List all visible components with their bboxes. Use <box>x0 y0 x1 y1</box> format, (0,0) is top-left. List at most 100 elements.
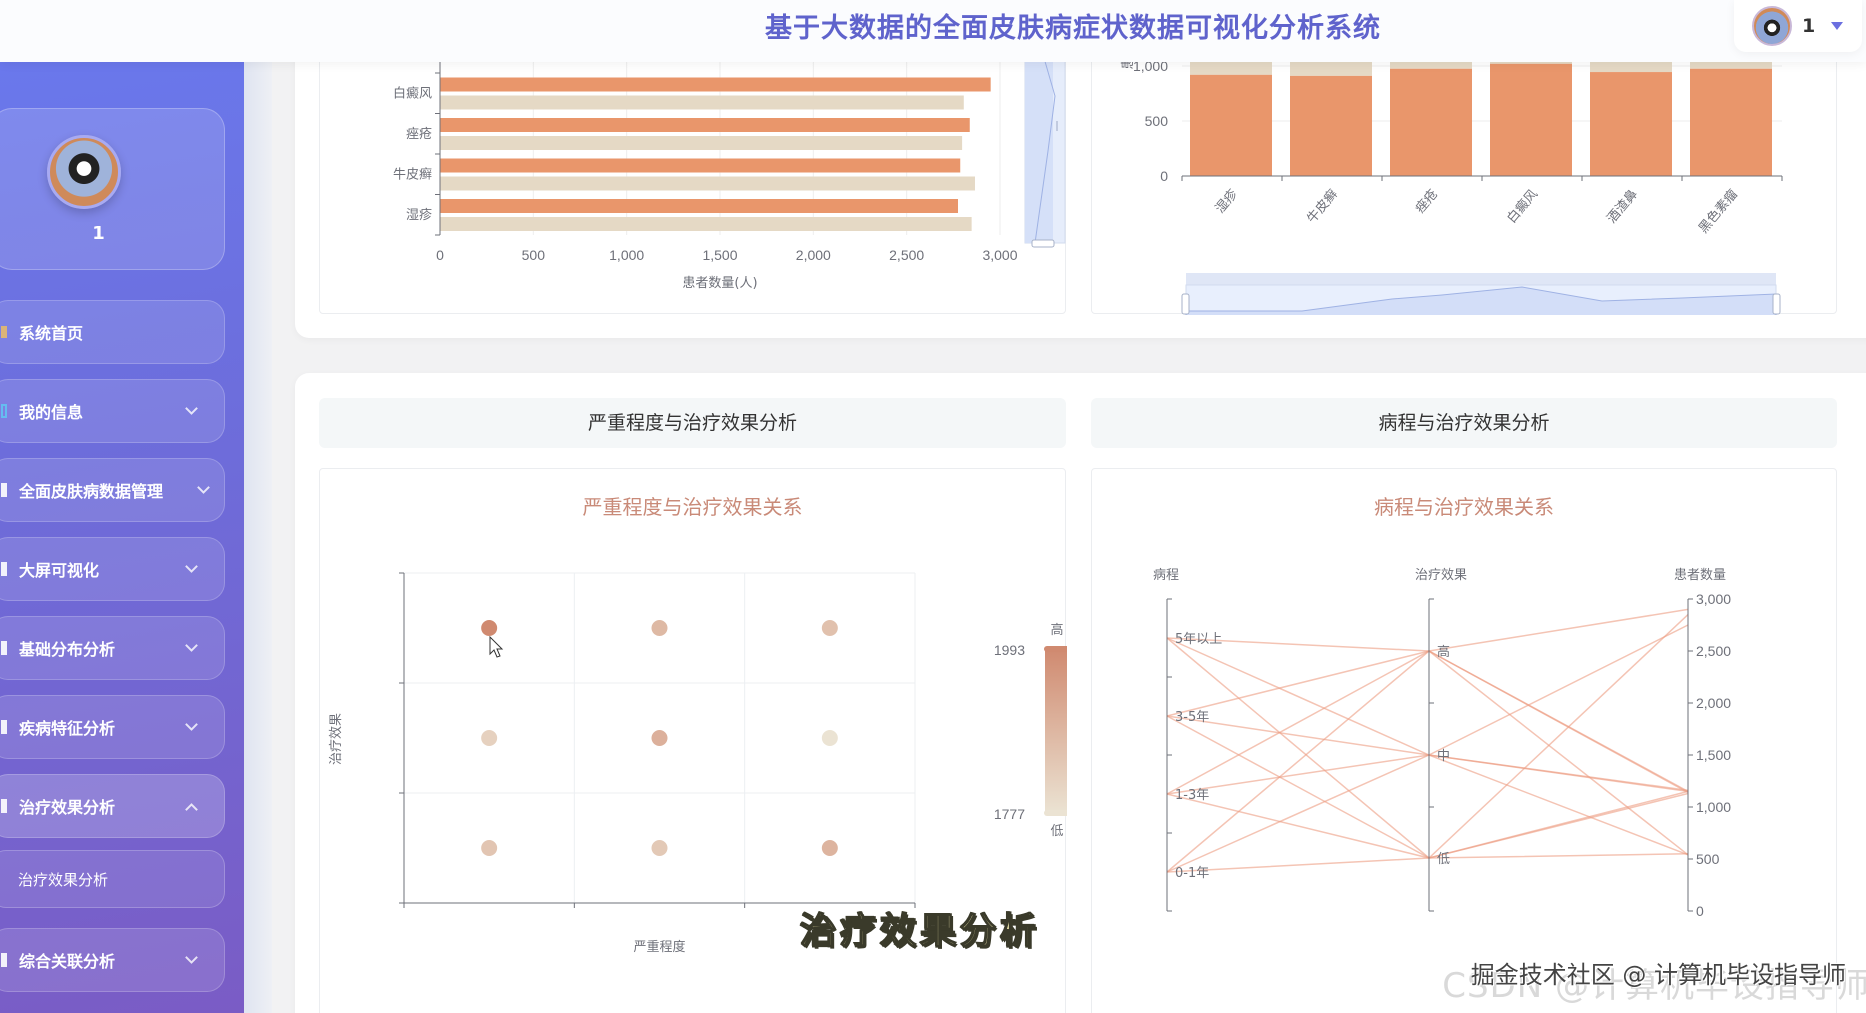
chevron-down-icon <box>185 560 198 573</box>
section-header-course: 病程与治疗效果分析 <box>1091 398 1837 448</box>
user-menu-button[interactable]: 1 <box>1734 0 1862 52</box>
svg-text:痤疮: 痤疮 <box>406 127 432 142</box>
profile-avatar[interactable] <box>47 135 121 209</box>
sidebar-item-label: 治疗效果分析 <box>19 798 116 817</box>
svg-text:痤疮: 痤疮 <box>1413 187 1441 217</box>
svg-text:治疗效果: 治疗效果 <box>1415 568 1467 583</box>
svg-text:500: 500 <box>1145 113 1169 129</box>
svg-text:0: 0 <box>1696 903 1704 919</box>
watermark-ghost: CSDN @计算机毕设指导师 <box>1442 966 1866 1006</box>
sidebar-item-label: 我的信息 <box>19 403 84 422</box>
submenu-item-treatment-effect[interactable]: 治疗效果分析 <box>0 850 225 908</box>
svg-text:牛皮癣: 牛皮癣 <box>1304 186 1341 226</box>
watermark: 掘金技术社区 @ 计算机毕设指导师 <box>1470 961 1846 989</box>
sidebar-menu: 系统首页 我的信息 全面皮肤病数据管理 大屏可视化 基础分布分析 疾病特征分析 <box>0 300 225 1007</box>
grid-icon <box>1 720 7 734</box>
svg-text:1,000: 1,000 <box>1133 58 1168 74</box>
svg-text:3,000: 3,000 <box>1696 591 1731 607</box>
sidebar-item-disease-features[interactable]: 疾病特征分析 <box>0 695 225 759</box>
svg-text:高: 高 <box>1050 622 1063 638</box>
sidebar-item-data-management[interactable]: 全面皮肤病数据管理 <box>0 458 225 522</box>
svg-text:湿疹: 湿疹 <box>406 207 432 223</box>
svg-text:牛皮癣: 牛皮癣 <box>393 167 432 183</box>
grid-icon <box>1 483 7 497</box>
sidebar-item-label: 疾病特征分析 <box>19 719 116 738</box>
sidebar-item-label: 大屏可视化 <box>19 561 100 580</box>
caret-down-icon <box>1831 22 1844 30</box>
horizontal-bar-chart: 0 500 1,000 1,500 2,000 2,500 3,000 患者数量(人) 湿疹 牛皮… <box>393 10 1066 291</box>
grid-icon <box>1 562 7 576</box>
svg-text:2,000: 2,000 <box>1696 695 1731 711</box>
profile-name: 1 <box>92 223 105 244</box>
svg-text:2,000: 2,000 <box>796 247 831 263</box>
svg-text:1,000: 1,000 <box>1696 799 1731 815</box>
svg-text:湿疹: 湿疹 <box>1212 186 1241 216</box>
svg-text:1993: 1993 <box>994 642 1025 658</box>
chevron-down-icon <box>185 951 198 964</box>
sidebar-item-label: 全面皮肤病数据管理 <box>19 482 164 501</box>
sidebar-item-big-screen[interactable]: 大屏可视化 <box>0 537 225 601</box>
svg-text:白癜风: 白癜风 <box>393 86 432 102</box>
profile-card: 1 <box>0 108 225 270</box>
svg-text:1777: 1777 <box>994 806 1025 822</box>
svg-text:1,500: 1,500 <box>1696 747 1731 763</box>
svg-text:2,500: 2,500 <box>889 247 924 263</box>
severity-scatter-chart: 严重程度 治疗效果 高低 1993 1777 <box>329 572 1067 955</box>
severity-scatter-card: 严重程度与治疗效果关系 严重程度 治疗效果 高低 1993 1777 <box>319 468 1067 1013</box>
svg-text:白癜风: 白癜风 <box>1504 186 1541 226</box>
svg-text:治疗效果: 治疗效果 <box>329 713 344 765</box>
svg-text:高: 高 <box>1437 644 1450 660</box>
home-icon <box>1 326 7 338</box>
grid-icon <box>1 953 7 967</box>
chevron-up-icon <box>185 803 198 816</box>
sidebar-item-basic-distribution[interactable]: 基础分布分析 <box>0 616 225 680</box>
sidebar-item-my-info[interactable]: 我的信息 <box>0 379 225 443</box>
sidebar-gutter <box>244 62 272 1013</box>
svg-text:患者数量(人): 患者数量(人) <box>682 276 757 291</box>
svg-text:0: 0 <box>436 247 444 263</box>
chevron-down-icon <box>197 481 210 494</box>
sidebar: 1 系统首页 我的信息 全面皮肤病数据管理 大屏可视化 基础分布分析 <box>0 62 244 1013</box>
svg-text:严重程度: 严重程度 <box>633 939 685 955</box>
sidebar-item-home[interactable]: 系统首页 <box>0 300 225 364</box>
svg-text:1,000: 1,000 <box>609 247 644 263</box>
sidebar-item-label: 系统首页 <box>19 324 84 343</box>
svg-text:1-3年: 1-3年 <box>1175 788 1209 803</box>
svg-text:酒渣鼻: 酒渣鼻 <box>1604 186 1641 226</box>
grid-icon <box>1 799 7 813</box>
chart-title-course: 病程与治疗效果关系 <box>1374 495 1554 519</box>
svg-text:500: 500 <box>522 247 546 263</box>
top-header: 基于大数据的全面皮肤病症状数据可视化分析系统 1 <box>0 0 1866 62</box>
info-icon <box>1 404 7 418</box>
svg-text:低: 低 <box>1437 852 1450 867</box>
user-name: 1 <box>1802 15 1816 37</box>
app-title: 基于大数据的全面皮肤病症状数据可视化分析系统 <box>765 13 1381 44</box>
sidebar-item-label: 综合关联分析 <box>19 952 116 971</box>
sidebar-item-label: 基础分布分析 <box>19 640 116 659</box>
chevron-down-icon <box>185 639 198 652</box>
svg-text:3,000: 3,000 <box>982 247 1017 263</box>
sidebar-item-treatment-effect[interactable]: 治疗效果分析 <box>0 774 225 838</box>
section-header-severity: 严重程度与治疗效果分析 <box>319 398 1066 448</box>
top-charts-panel: 0 500 1,000 1,500 2,000 2,500 3,000 患者数量(人) 湿疹 牛皮… <box>295 3 1866 338</box>
sidebar-item-correlation[interactable]: 综合关联分析 <box>0 928 225 992</box>
svg-text:0-1年: 0-1年 <box>1175 866 1209 881</box>
svg-text:中: 中 <box>1437 749 1450 764</box>
svg-text:患者数量: 患者数量 <box>1674 568 1726 583</box>
svg-text:2,500: 2,500 <box>1696 643 1731 659</box>
chevron-down-icon <box>185 718 198 731</box>
user-avatar <box>1752 6 1792 46</box>
treatment-analysis-panel: 严重程度与治疗效果分析 病程与治疗效果分析 严重程度与治疗效果关系 严重程度 治疗… <box>295 373 1866 1013</box>
chart-title-severity: 严重程度与治疗效果关系 <box>582 495 803 519</box>
course-parallel-chart: 病程治疗效果患者数量5年以上3-5年1-3年0-1年高中低05001,0001,… <box>1153 568 1731 919</box>
svg-text:黑色素瘤: 黑色素瘤 <box>1695 186 1741 236</box>
svg-text:1,500: 1,500 <box>702 247 737 263</box>
grid-icon <box>1 641 7 655</box>
svg-text:低: 低 <box>1050 824 1063 839</box>
svg-text:3-5年: 3-5年 <box>1175 710 1209 725</box>
svg-text:0: 0 <box>1160 168 1168 184</box>
svg-text:病程: 病程 <box>1153 568 1179 583</box>
chevron-down-icon <box>185 402 198 415</box>
video-caption: 治疗效果分析 <box>799 909 1041 953</box>
